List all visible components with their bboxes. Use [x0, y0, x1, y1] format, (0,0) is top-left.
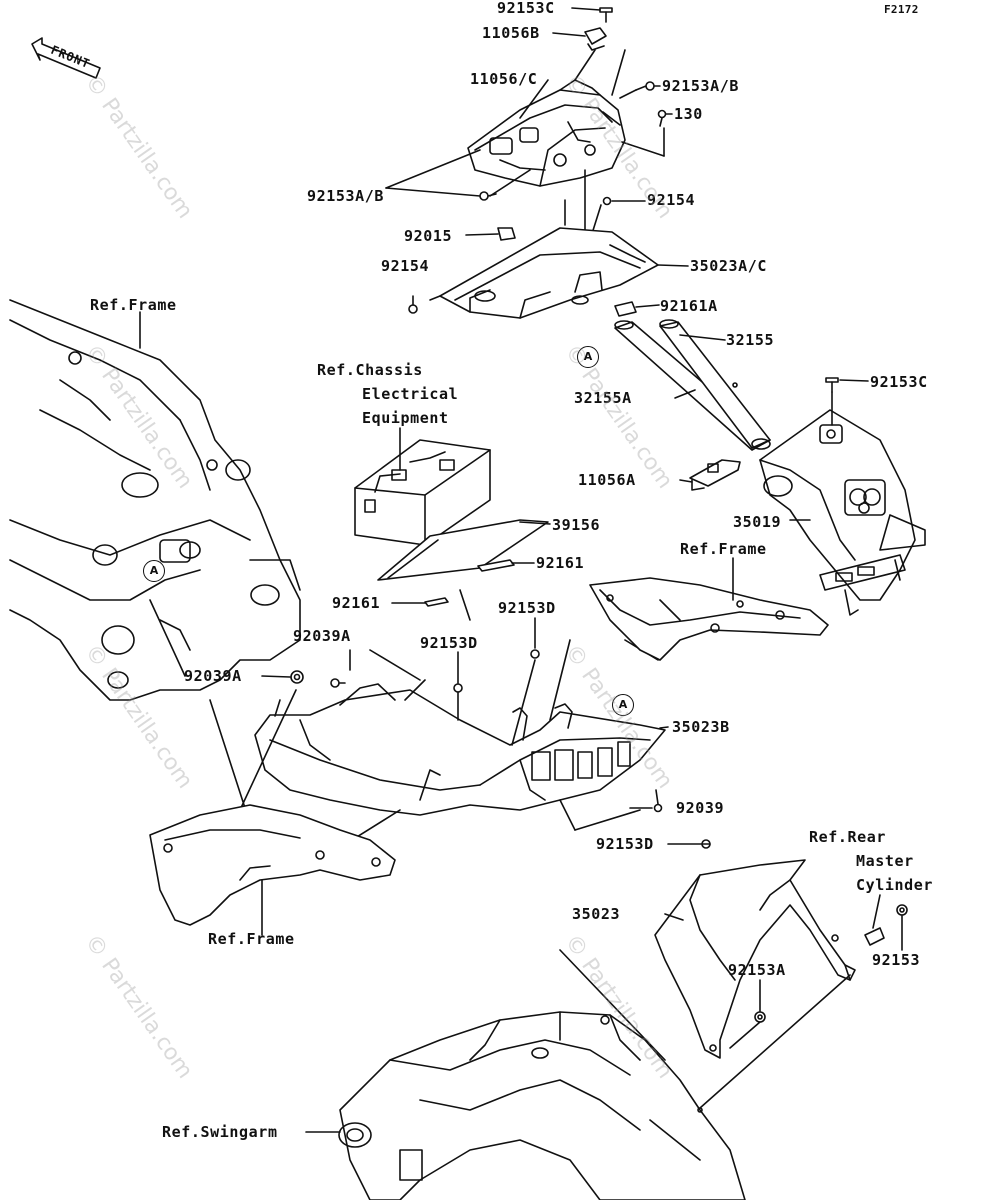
nut-92153a — [754, 1011, 766, 1023]
ref-swingarm: Ref.Swingarm — [162, 1123, 278, 1141]
label-92161-left[interactable]: 92161 — [332, 594, 381, 612]
label-92153d-low[interactable]: 92153D — [596, 835, 654, 853]
battery — [354, 439, 491, 546]
bolt-92153d-right — [530, 649, 540, 659]
bolt-92153d-mid — [453, 683, 463, 693]
tail-housing-35019 — [759, 409, 926, 616]
label-92153c-top[interactable]: 92153C — [497, 0, 555, 17]
rear-frame-swingarm — [338, 1011, 746, 1200]
label-92153d-right[interactable]: 92153D — [498, 599, 556, 617]
tray-35023ac — [439, 227, 659, 319]
bolt-92154-left — [408, 295, 418, 314]
tray-35023b — [254, 683, 666, 816]
bolt-130 — [657, 109, 667, 127]
label-92153[interactable]: 92153 — [872, 951, 921, 969]
front-direction-marker: FRONT — [28, 30, 108, 90]
ref-chassis-line2: Electrical — [362, 385, 459, 403]
label-11056a[interactable]: 11056A — [578, 471, 636, 489]
bolt-92153 — [896, 904, 908, 916]
label-32155a[interactable]: 32155A — [574, 389, 632, 407]
pad-92161-left — [424, 597, 449, 607]
frame-right-rail — [589, 577, 829, 661]
label-92154-right[interactable]: 92154 — [647, 191, 696, 209]
ref-rear-line3: Cylinder — [856, 876, 934, 894]
label-92153ab-right[interactable]: 92153A/B — [662, 77, 740, 95]
label-92161-right[interactable]: 92161 — [536, 554, 585, 572]
callout-a-left: A — [143, 560, 165, 582]
nut-92015 — [497, 227, 516, 241]
label-35023[interactable]: 35023 — [572, 905, 621, 923]
clip-11056b — [584, 27, 607, 51]
label-92154-left[interactable]: 92154 — [381, 257, 430, 275]
ref-frame-top: Ref.Frame — [90, 296, 177, 314]
clamp-11056a — [689, 459, 741, 491]
label-92153a[interactable]: 92153A — [728, 961, 786, 979]
label-11056c[interactable]: 11056/C — [470, 70, 538, 88]
bolt-92154-right — [602, 196, 612, 206]
label-130[interactable]: 130 — [674, 105, 703, 123]
label-35019[interactable]: 35019 — [733, 513, 782, 531]
pad-92161a — [614, 301, 637, 317]
bolt-92153ab-right — [635, 81, 655, 91]
cowl-35023 — [654, 859, 856, 1059]
nut-92039a-left — [290, 670, 304, 684]
label-92153c-right[interactable]: 92153C — [870, 373, 928, 391]
ref-rear-line1: Ref.Rear — [809, 828, 887, 846]
label-35023ac[interactable]: 35023A/C — [690, 257, 768, 275]
ref-frame-right: Ref.Frame — [680, 540, 767, 558]
callout-a-lower: A — [612, 694, 634, 716]
ref-rear-line2: Master — [856, 852, 914, 870]
label-92039a-mid[interactable]: 92039A — [293, 627, 351, 645]
label-92039a-left[interactable]: 92039A — [184, 667, 242, 685]
bolt-92153c-right — [825, 377, 839, 393]
ref-chassis-line1: Ref.Chassis — [317, 361, 423, 379]
label-92161a[interactable]: 92161A — [660, 297, 718, 315]
label-92015[interactable]: 92015 — [404, 227, 453, 245]
callout-a-upper: A — [577, 346, 599, 368]
label-35023b[interactable]: 35023B — [672, 718, 730, 736]
figure-id: F2172 — [884, 3, 919, 16]
pad-39156 — [377, 519, 549, 581]
label-92153d-mid[interactable]: 92153D — [420, 634, 478, 652]
bolt-92153c-top — [599, 7, 613, 23]
label-11056b[interactable]: 11056B — [482, 24, 540, 42]
pad-92161-right — [477, 559, 515, 572]
front-arrow-icon — [31, 37, 101, 79]
frame-bottom-bracket — [149, 804, 396, 926]
master-cylinder-bolt — [864, 927, 885, 946]
frame-left — [9, 299, 301, 701]
bolt-92039a-mid — [330, 678, 346, 688]
label-92039[interactable]: 92039 — [676, 799, 725, 817]
seat-bracket-11056c — [467, 79, 626, 187]
bolt-92039 — [653, 789, 663, 813]
label-39156[interactable]: 39156 — [552, 516, 601, 534]
ref-frame-bottom: Ref.Frame — [208, 930, 295, 948]
tube-32155 — [659, 319, 771, 450]
label-92153ab-left[interactable]: 92153A/B — [307, 187, 385, 205]
ref-chassis-line3: Equipment — [362, 409, 449, 427]
label-32155[interactable]: 32155 — [726, 331, 775, 349]
